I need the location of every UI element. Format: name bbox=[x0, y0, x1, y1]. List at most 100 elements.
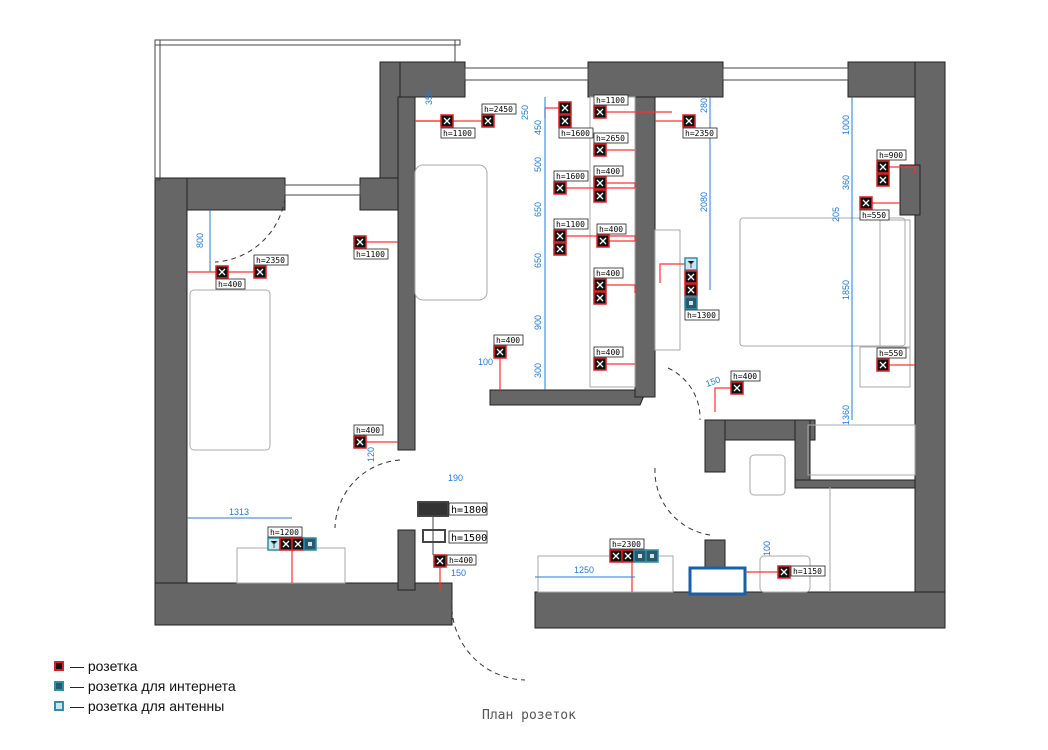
dimension-label: 150 bbox=[451, 568, 466, 578]
internet-socket-icon bbox=[645, 549, 659, 563]
door-swing-bath bbox=[654, 467, 711, 536]
height-label: h=400 bbox=[733, 372, 757, 381]
door-swing-balcony bbox=[214, 197, 286, 263]
plan-title: План розеток bbox=[482, 708, 576, 723]
socket-icon bbox=[54, 661, 64, 671]
walls bbox=[154, 61, 946, 629]
internet-socket-icon bbox=[54, 681, 64, 691]
socket-icon bbox=[553, 181, 567, 195]
height-label: h=400 bbox=[596, 167, 620, 176]
balcony-railing-top bbox=[154, 39, 461, 46]
wall-right-niche bbox=[899, 164, 921, 216]
window-bedroom bbox=[722, 67, 849, 81]
height-label: h=1600 bbox=[556, 172, 585, 181]
socket-icon bbox=[440, 114, 454, 128]
socket-icon bbox=[291, 537, 305, 551]
socket-icon bbox=[593, 291, 607, 305]
toilet bbox=[749, 454, 786, 496]
legend-item-antenna: — розетка для антенны bbox=[54, 696, 236, 716]
dimension-label: 360 bbox=[841, 175, 851, 190]
wire bbox=[714, 387, 737, 412]
dimension-label: 800 bbox=[195, 233, 205, 248]
door-swing-living bbox=[334, 459, 401, 529]
height-label: h=1600 bbox=[561, 129, 590, 138]
height-label-box bbox=[253, 254, 289, 266]
dimension-label: 1360 bbox=[841, 405, 851, 425]
height-label-box bbox=[682, 127, 718, 139]
height-label-box bbox=[593, 267, 624, 279]
legend-label: — розетка для интернета bbox=[70, 678, 236, 694]
wall-bath-stub bbox=[704, 539, 726, 571]
socket-group: h=2350 bbox=[253, 254, 289, 279]
wall-kitchen-bedroom bbox=[634, 96, 656, 398]
height-label: h=1300 bbox=[687, 311, 716, 320]
socket-icon bbox=[553, 229, 567, 243]
legend-label: — розетка bbox=[70, 658, 138, 674]
bed bbox=[739, 217, 906, 347]
antenna-socket-icon bbox=[684, 257, 698, 271]
panel-height-label: h=1800 bbox=[451, 505, 487, 516]
legend-item-socket: — розетка bbox=[54, 656, 236, 676]
height-label-box bbox=[593, 165, 624, 177]
window-kitchen bbox=[464, 67, 589, 81]
socket-group: h=1100 bbox=[440, 114, 476, 139]
socket-icon bbox=[279, 537, 293, 551]
height-label-box bbox=[553, 218, 589, 230]
height-label-box bbox=[267, 526, 303, 538]
socket-group: h=400 bbox=[730, 370, 761, 395]
dimension-label: 500 bbox=[533, 157, 543, 172]
furniture bbox=[189, 96, 916, 593]
socket-group: h=2650 bbox=[593, 132, 629, 157]
height-label-box bbox=[481, 103, 517, 115]
height-label: h=400 bbox=[449, 556, 473, 565]
socket-group: h=400 bbox=[593, 267, 624, 305]
wall-left bbox=[154, 177, 188, 626]
height-label: h=1100 bbox=[443, 129, 472, 138]
socket-group: h=400 bbox=[596, 223, 627, 248]
socket-group: h=1100 bbox=[593, 94, 629, 119]
wall-right bbox=[914, 61, 946, 629]
sofa bbox=[189, 289, 271, 451]
socket-icon bbox=[876, 160, 890, 174]
socket-group: h=1300 bbox=[684, 257, 720, 321]
socket-group: h=900 bbox=[876, 149, 907, 187]
socket-icon bbox=[621, 549, 635, 563]
shaft bbox=[688, 566, 747, 596]
socket-group: h=550 bbox=[859, 196, 890, 221]
socket-group: h=1150 bbox=[777, 565, 826, 579]
socket-icon bbox=[593, 278, 607, 292]
dimension-label: 650 bbox=[533, 253, 543, 268]
socket-icon bbox=[593, 357, 607, 371]
socket-group: h=400 bbox=[593, 346, 624, 371]
socket-icon bbox=[777, 565, 791, 579]
socket-icon bbox=[593, 143, 607, 157]
socket-icon bbox=[609, 549, 623, 563]
wiring bbox=[187, 107, 916, 592]
height-label: h=550 bbox=[879, 349, 903, 358]
door-swing-entrance bbox=[451, 599, 526, 681]
socket-group: h=400 bbox=[353, 424, 384, 449]
tv-stand bbox=[236, 547, 346, 584]
height-label-box bbox=[440, 127, 476, 139]
height-label: h=400 bbox=[596, 348, 620, 357]
wire bbox=[560, 235, 636, 241]
height-label-box bbox=[609, 538, 645, 550]
dimension-label: 2080 bbox=[699, 192, 709, 212]
socket-icon bbox=[593, 105, 607, 119]
socket-group: h=2450 bbox=[481, 103, 517, 128]
dimension-label: 450 bbox=[533, 120, 543, 135]
wall-bath-corner bbox=[704, 419, 726, 473]
socket-icon bbox=[593, 176, 607, 190]
fridge bbox=[654, 229, 681, 351]
dimension-label: 900 bbox=[533, 315, 543, 330]
wall-living-top-right bbox=[359, 177, 401, 211]
socket-group: h=1100 bbox=[553, 218, 589, 256]
dining-table bbox=[414, 164, 488, 301]
dimension-label: 205 bbox=[831, 207, 841, 222]
socket-group: h=400 bbox=[593, 165, 624, 203]
socket-group: h=400 bbox=[215, 265, 246, 290]
height-label: h=1150 bbox=[793, 567, 822, 576]
wall-bottom-right bbox=[534, 591, 946, 629]
